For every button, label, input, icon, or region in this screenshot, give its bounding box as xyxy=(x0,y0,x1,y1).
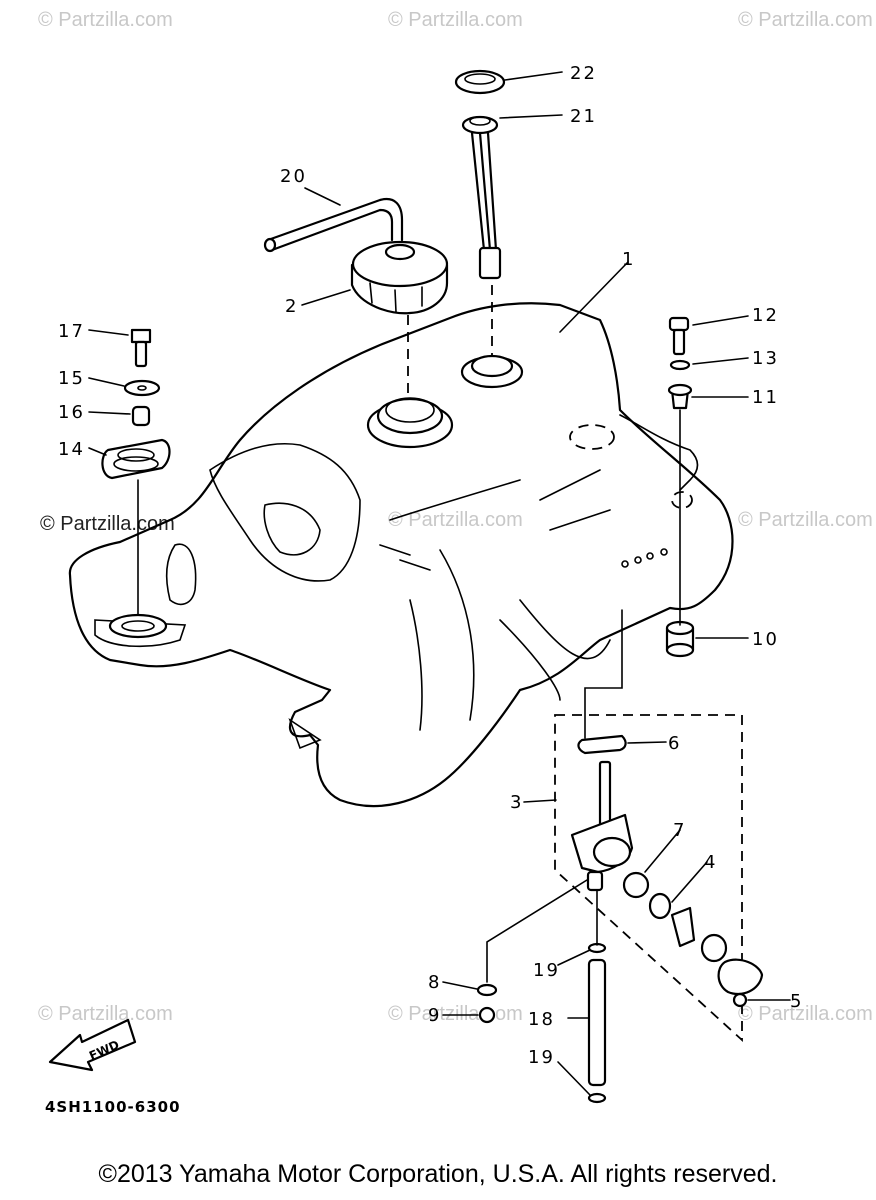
watermark: © Partzilla.com xyxy=(38,1003,173,1025)
callout-10: 10 xyxy=(752,629,779,650)
fuel-cap xyxy=(350,240,449,315)
watermark: © Partzilla.com xyxy=(738,1003,873,1025)
callout-19-lower: 19 xyxy=(528,1047,555,1068)
callout-14: 14 xyxy=(58,439,85,460)
watermark: © Partzilla.com xyxy=(388,9,523,31)
callout-16: 16 xyxy=(58,402,85,423)
watermarks: © Partzilla.com © Partzilla.com © Partzi… xyxy=(38,9,873,1025)
callout-18: 18 xyxy=(528,1009,555,1030)
callout-1: 1 xyxy=(622,249,635,270)
callout-8: 8 xyxy=(428,972,441,993)
leader-lines xyxy=(88,71,791,1096)
callout-12: 12 xyxy=(752,305,779,326)
callout-11: 11 xyxy=(752,387,779,408)
fuel-cock-assembly xyxy=(554,714,764,1043)
copyright-notice: ©2013 Yamaha Motor Corporation, U.S.A. A… xyxy=(98,1160,778,1188)
right-mount-hardware xyxy=(665,316,695,658)
watermark: © Partzilla.com xyxy=(388,1003,523,1025)
callout-4: 4 xyxy=(704,852,717,873)
breather-hose xyxy=(263,197,404,253)
callout-3: 3 xyxy=(510,792,523,813)
watermark: © Partzilla.com xyxy=(738,509,873,531)
callout-15: 15 xyxy=(58,368,85,389)
watermark: © Partzilla.com xyxy=(388,509,523,531)
fuel-gauge xyxy=(461,115,502,280)
callout-22: 22 xyxy=(570,63,597,84)
forward-arrow-icon: FWD xyxy=(48,1018,137,1072)
callout-21: 21 xyxy=(570,106,597,127)
watermark: © Partzilla.com xyxy=(738,9,873,31)
callout-20: 20 xyxy=(280,166,307,187)
callout-9: 9 xyxy=(428,1005,441,1026)
fuel-tank xyxy=(68,302,734,808)
callout-6: 6 xyxy=(668,733,681,754)
callout-labels: 1 2 3 4 5 6 7 8 9 10 11 12 13 14 15 16 1… xyxy=(58,63,803,1068)
gauge-gasket xyxy=(454,69,506,95)
left-mount-hardware xyxy=(101,328,171,480)
callout-2: 2 xyxy=(285,296,298,317)
callout-19-upper: 19 xyxy=(533,960,560,981)
diagram-code: 4SH1100-6300 xyxy=(45,1098,181,1116)
callout-17: 17 xyxy=(58,321,85,342)
watermark-dark: © Partzilla.com xyxy=(40,513,175,535)
callout-5: 5 xyxy=(790,991,803,1012)
callout-13: 13 xyxy=(752,348,779,369)
watermark: © Partzilla.com xyxy=(38,9,173,31)
callout-7: 7 xyxy=(673,820,686,841)
